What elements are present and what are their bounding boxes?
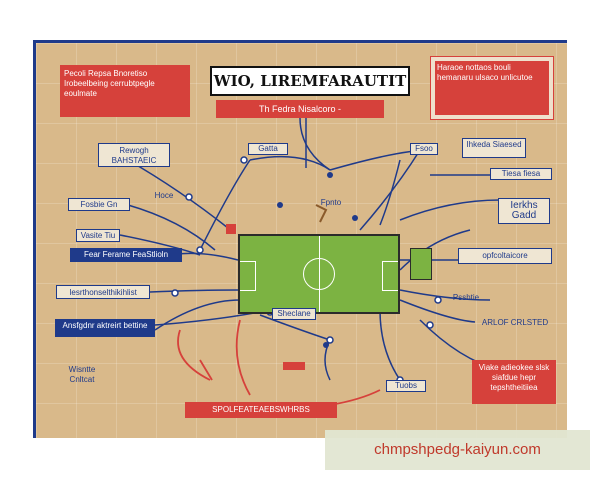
pitch-left-box <box>240 261 256 291</box>
pitch-right-box <box>382 261 398 291</box>
small-label-1: Hoce <box>154 191 174 200</box>
pitch-center-circle <box>303 258 335 290</box>
top-left-red-box: Pecoli Repsa Bnoretiso Irobeelbeing cerr… <box>60 65 190 117</box>
right-node-1: Ihkeda Siaesed <box>462 138 526 158</box>
left-node-5: Iesrthonselthikihlist <box>56 285 150 299</box>
top-node-2: Fsoo <box>410 143 438 155</box>
right-node-4: opfcoltaicore <box>458 248 552 264</box>
diagram-title: WIO, LIREMFARAUTIT <box>210 66 410 96</box>
left-node-6: Ansfgdnr aktreirt bettine <box>55 319 155 337</box>
right-node-2: Tiesa fiesa <box>490 168 552 180</box>
left-node-4: Fear Ferame FeaStlioln <box>70 248 182 262</box>
right-red-box: Viake adieokee slsk siafdue hepr tepshth… <box>472 360 556 404</box>
right-node-5: Psshtie <box>452 293 480 302</box>
diagram-subtitle: Th Fedra Nisalcoro - <box>216 100 384 118</box>
bottom-right-node: Tuobs cidio <box>386 380 426 392</box>
top-right-red-box: Haraoe nottaos bouli hemanaru ulsaco unl… <box>430 56 554 120</box>
left-node-2: Fosbie Gn <box>68 198 130 211</box>
football-pitch <box>238 234 400 314</box>
bottom-red-box: SPOLFEATEAEBSWHRBS <box>185 402 337 418</box>
left-node-1: Rewogh BAHSTAEIC <box>98 143 170 167</box>
left-node-3: Vasite Tiu <box>76 229 120 242</box>
small-label-2: Fpnto <box>320 198 342 207</box>
mini-pitch <box>410 248 432 280</box>
top-node-1: Gatta <box>248 143 288 155</box>
right-node-3: Ierkhs Gadd <box>498 198 550 224</box>
watermark-text: chmpshpedg-kaiyun.com <box>325 430 590 470</box>
top-right-red-text: Haraoe nottaos bouli hemanaru ulsaco unl… <box>435 61 549 115</box>
left-node-7: Wisntte Cnltcat <box>68 365 96 384</box>
right-node-6: ARLOF CRLSTED <box>481 318 549 327</box>
bottom-center-node: Sheclane <box>272 308 316 320</box>
